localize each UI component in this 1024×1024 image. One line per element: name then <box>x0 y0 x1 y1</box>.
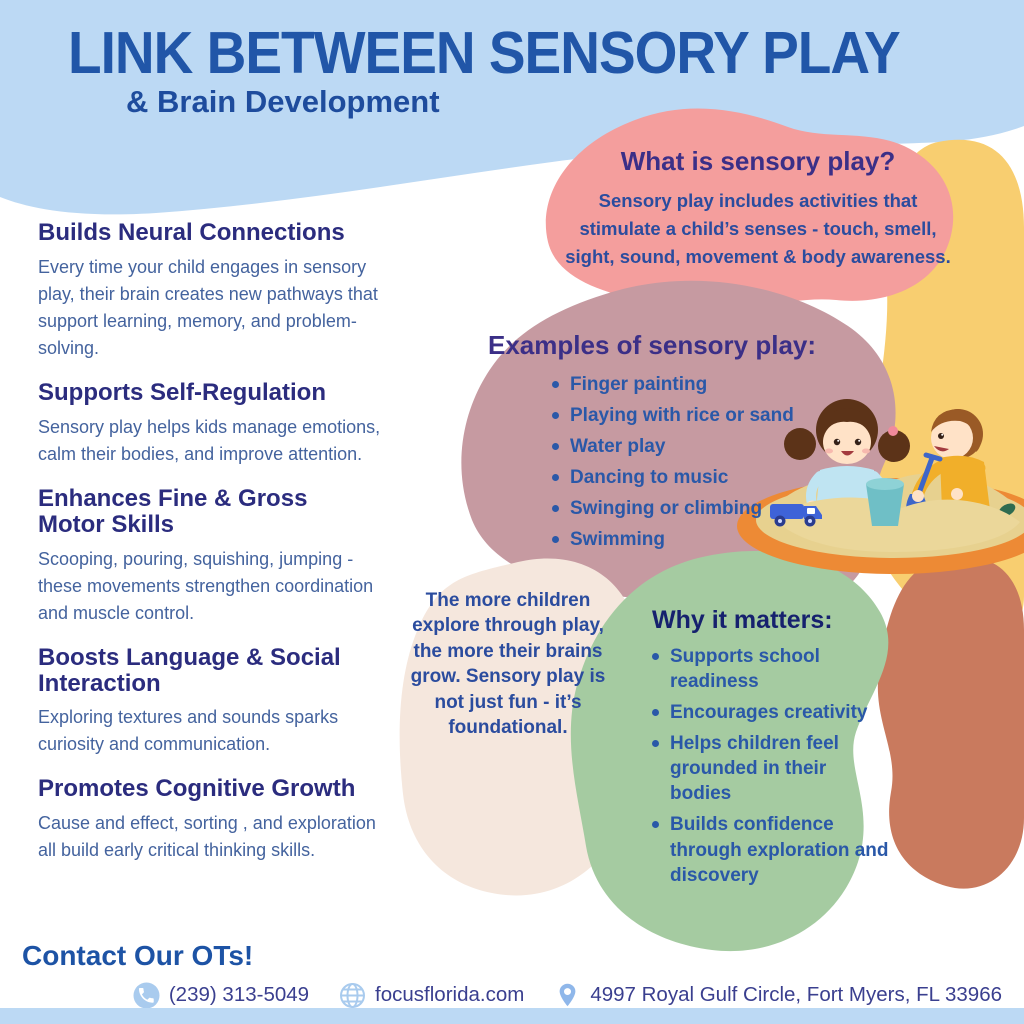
toy-truck-illustration <box>770 504 822 527</box>
what-is-body: Sensory play includes activities that st… <box>565 190 951 267</box>
bullet-dot-icon <box>652 709 659 717</box>
what-is-sensory-play-card: What is sensory play? Sensory play inclu… <box>562 146 954 270</box>
bullet-dot-icon <box>552 443 559 451</box>
quote-text: The more children explore through play, … <box>410 590 606 739</box>
why-it-matters-list: Supports school readiness Encourages cre… <box>652 644 892 894</box>
bullet-dot-icon <box>652 740 659 748</box>
pink-blob <box>545 108 954 309</box>
list-item: Swimming <box>552 527 852 552</box>
section-body: Sensory play helps kids manage emotions,… <box>38 416 381 464</box>
address-text: 4997 Royal Gulf Circle, Fort Myers, FL 3… <box>590 983 1002 1006</box>
section-body: Cause and effect, sorting , and explorat… <box>38 813 376 861</box>
list-item-label: Dancing to music <box>570 467 729 489</box>
list-item-label: Supports school readiness <box>670 646 820 693</box>
contact-address: 4997 Royal Gulf Circle, Fort Myers, FL 3… <box>554 982 1002 1009</box>
section-motor-skills: Enhances Fine & Gross Motor Skills Scoop… <box>38 484 398 627</box>
list-item-label: Swimming <box>570 529 666 551</box>
bullet-dot-icon <box>652 653 659 660</box>
page-title: LINK BETWEEN SENSORY PLAY <box>68 19 901 87</box>
bullet-dot-icon <box>552 412 559 420</box>
what-is-heading: What is sensory play? <box>620 146 896 176</box>
section-heading: Supports Self-Regulation <box>38 378 326 406</box>
section-body: Scooping, pouring, squishing, jumping - … <box>38 548 374 623</box>
list-item: Supports school readiness <box>652 644 892 694</box>
bottom-accent-strip <box>0 1008 1024 1024</box>
examples-heading: Examples of sensory play: <box>488 330 817 360</box>
list-item-label: Helps children feel grounded in their bo… <box>670 733 839 805</box>
header-wave-shape <box>0 0 1024 215</box>
list-item: Builds confidence through exploration an… <box>652 812 892 887</box>
contact-heading: Contact Our OTs! <box>22 940 254 971</box>
bullet-dot-icon <box>552 381 559 388</box>
section-cognitive-growth: Promotes Cognitive Growth Cause and effe… <box>38 776 398 864</box>
globe-icon <box>340 982 366 1008</box>
bullet-dot-icon <box>552 474 559 482</box>
list-item-label: Builds confidence through exploration an… <box>670 814 889 886</box>
page-subtitle: & Brain Development <box>126 84 440 119</box>
section-body: Every time your child engages in sensory… <box>38 256 378 358</box>
list-item-label: Swinging or climbing <box>570 498 763 520</box>
list-item: Finger painting <box>552 372 852 397</box>
section-language-social: Boosts Language & Social Interaction Exp… <box>38 643 398 759</box>
bullet-dot-icon <box>652 821 659 829</box>
list-item: Playing with rice or sand <box>552 403 852 428</box>
pin-icon <box>559 983 576 1006</box>
list-item-label: Finger painting <box>570 374 708 395</box>
contact-website: focusflorida.com <box>339 982 524 1009</box>
list-item-label: Playing with rice or sand <box>570 405 794 427</box>
list-item: Helps children feel grounded in their bo… <box>652 731 892 806</box>
bullet-dot-icon <box>552 536 559 544</box>
website-url: focusflorida.com <box>375 983 525 1006</box>
why-it-matters-heading: Why it matters: <box>652 606 833 634</box>
list-item-label: Water play <box>570 436 666 458</box>
list-item: Dancing to music <box>552 465 852 490</box>
section-body: Exploring textures and sounds sparks cur… <box>38 707 339 755</box>
list-item: Swinging or climbing <box>552 496 852 521</box>
examples-list: Finger painting Playing with rice or san… <box>552 372 852 558</box>
benefits-column: Builds Neural Connections Every time you… <box>38 220 398 882</box>
list-item-label: Encourages creativity <box>670 702 868 724</box>
section-neural-connections: Builds Neural Connections Every time you… <box>38 220 398 362</box>
contact-phone: (239) 313-5049 <box>133 982 309 1009</box>
bucket-illustration <box>866 478 904 526</box>
section-self-regulation: Supports Self-Regulation Sensory play he… <box>38 378 398 468</box>
section-heading: Boosts Language & Social Interaction <box>38 643 341 697</box>
sandbox-illustration <box>737 399 1024 574</box>
section-heading: Builds Neural Connections <box>38 219 345 246</box>
section-heading: Promotes Cognitive Growth <box>38 775 356 803</box>
phone-icon <box>133 982 160 1008</box>
contact-row: (239) 313-5049 focusflorida.com 4997 Roy… <box>0 980 1002 1010</box>
green-blob <box>570 550 889 952</box>
section-heading: Enhances Fine & Gross Motor Skills <box>38 484 308 538</box>
list-item: Water play <box>552 434 852 459</box>
bullet-dot-icon <box>552 505 559 513</box>
list-item: Encourages creativity <box>652 700 892 725</box>
terracotta-blob <box>877 556 1024 889</box>
girl-illustration <box>784 399 910 515</box>
phone-number: (239) 313-5049 <box>168 983 310 1006</box>
